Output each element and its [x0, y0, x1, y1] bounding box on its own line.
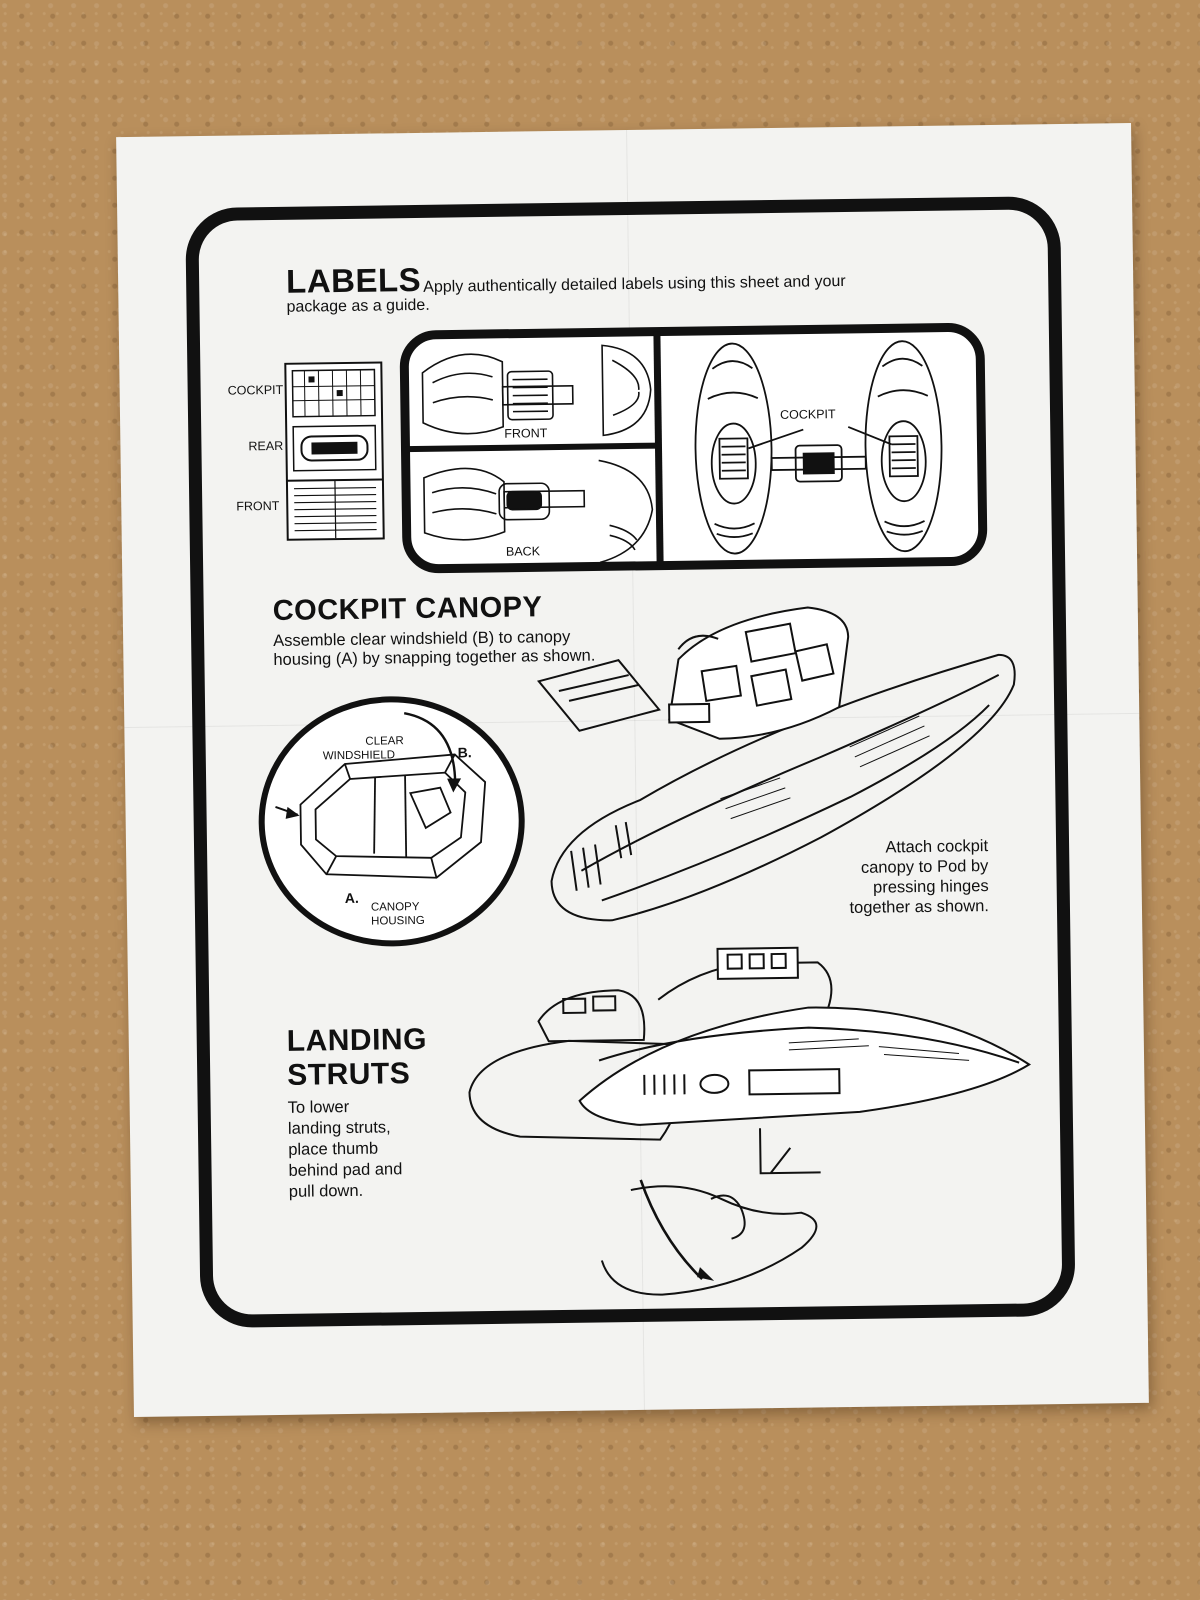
struts-heading-line1: LANDING	[286, 1022, 428, 1058]
canopy-housing-line1: CANOPY	[370, 900, 420, 914]
view-label-back: BACK	[505, 544, 541, 559]
part-a-label: A.	[344, 889, 359, 907]
canopy-housing-line2: HOUSING	[371, 914, 425, 928]
part-b-label: B.	[457, 744, 472, 761]
clear-windshield-line2: WINDSHIELD	[322, 749, 396, 763]
labels-instruction-line2: package as a guide.	[286, 296, 430, 316]
sheet-label-cockpit: COCKPIT	[227, 382, 284, 398]
struts-line2: landing struts,	[287, 1118, 391, 1138]
attach-line2: canopy to Pod by	[860, 857, 989, 877]
canopy-detail-circle	[258, 696, 525, 947]
struts-line4: behind pad and	[288, 1160, 403, 1180]
landing-struts-illustration	[468, 946, 1032, 1296]
attach-line1: Attach cockpit	[885, 837, 989, 857]
view-label-front: FRONT	[504, 426, 548, 441]
view-label-cockpit: COCKPIT	[779, 407, 836, 422]
labels-heading: LABELS	[285, 260, 422, 300]
pod-canopy-illustration	[536, 606, 1016, 922]
sheet-label-front: FRONT	[236, 498, 280, 514]
struts-heading-line2: STRUTS	[286, 1057, 411, 1092]
canopy-heading: COCKPIT CANOPY	[272, 591, 543, 628]
attach-line4: together as shown.	[849, 897, 990, 917]
struts-line1: To lower	[287, 1097, 350, 1117]
instruction-sheet: LABELS Apply authentically detailed labe…	[116, 122, 1149, 1418]
struts-line3: place thumb	[288, 1139, 379, 1159]
attach-line3: pressing hinges	[872, 877, 989, 897]
label-placement-views	[399, 323, 988, 574]
struts-line5: pull down.	[288, 1181, 364, 1201]
sheet-label-rear: REAR	[248, 438, 284, 454]
clear-windshield-line1: CLEAR	[365, 735, 404, 748]
label-sheet-illustration	[284, 361, 385, 541]
